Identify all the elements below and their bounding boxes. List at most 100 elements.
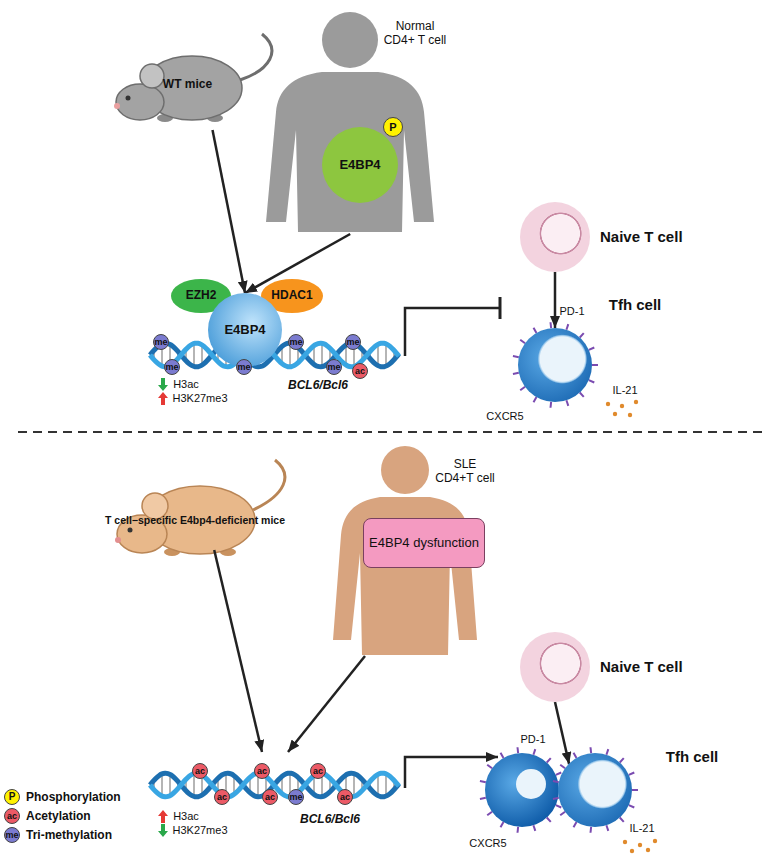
histone-mark: ac	[352, 363, 368, 379]
dna-helix	[150, 343, 399, 367]
receptor	[501, 822, 504, 827]
node-text: WT mice	[163, 78, 212, 92]
receptor	[534, 397, 537, 402]
deficient-mouse	[115, 537, 121, 543]
receptor	[580, 333, 584, 337]
receptor	[480, 322, 638, 833]
receptor	[547, 817, 551, 821]
histone-mark: me	[288, 334, 304, 350]
receptor	[560, 812, 565, 816]
receptor	[517, 827, 520, 833]
node-text: Tfh cell	[609, 296, 662, 313]
connector-arrow	[245, 234, 350, 293]
receptor	[517, 747, 520, 753]
marker-label: H3K27me3	[172, 824, 227, 836]
receptor	[632, 789, 638, 791]
dna-helix	[169, 345, 171, 365]
histone-arrows	[158, 392, 168, 405]
deficient-mouse	[117, 515, 167, 553]
dna-helix	[150, 773, 399, 797]
histone-mark: ac	[310, 763, 326, 779]
receptor	[534, 328, 537, 333]
cytokine-dots	[638, 843, 642, 847]
receptor	[513, 356, 519, 357]
cytokine-dots	[630, 849, 634, 853]
node-text: E4BP4	[224, 323, 265, 338]
protein-ellipse: HDAC1	[261, 279, 323, 313]
deficient-mouse	[128, 528, 133, 533]
mouse-figure: WT mice	[125, 40, 250, 130]
receptor	[589, 348, 594, 350]
node-text: T cell−specific E4bp4-deficient mice	[105, 514, 285, 526]
sle-human	[333, 497, 477, 655]
wt-mouse	[116, 84, 164, 120]
dna-helix	[150, 343, 399, 367]
marker-label: H3ac	[173, 810, 199, 822]
receptor	[556, 773, 561, 775]
node-text: Tfh cell	[666, 748, 719, 765]
tfh-cell	[485, 753, 559, 827]
protein-circle: E4BP4	[208, 293, 282, 367]
dna-helix	[377, 345, 379, 365]
histone-arrows	[158, 824, 168, 837]
legend-symbol: ac	[7, 812, 17, 821]
naive-cell: Naive T cell	[520, 202, 590, 272]
cytokine-dots	[613, 412, 617, 416]
connector-arrow	[555, 702, 569, 764]
node-text: Naive T cell	[600, 228, 683, 245]
receptor	[480, 798, 486, 799]
histone-mark: me	[345, 334, 361, 350]
receptor	[533, 825, 535, 831]
receptor	[606, 825, 608, 831]
dna-helix	[169, 775, 171, 795]
dna-helix	[257, 774, 259, 796]
receptor	[556, 805, 561, 807]
divider	[18, 431, 764, 433]
receptor	[566, 324, 568, 330]
wt-mouse	[126, 96, 131, 101]
deficient-mouse	[115, 460, 285, 556]
legend-text: Phosphorylation	[26, 789, 121, 805]
cytokine-dots	[646, 848, 650, 852]
histone-mark: me	[236, 359, 252, 375]
legend-text: Acetylation	[26, 808, 91, 824]
dna-helix	[225, 774, 227, 796]
dna-helix	[225, 344, 227, 366]
inhibition-bar	[499, 297, 502, 319]
cytokine-dots	[620, 404, 624, 408]
receptor	[589, 380, 594, 382]
receptor	[590, 747, 593, 753]
dysfunction-box: E4BP4 dysfunction	[363, 518, 485, 568]
receptor	[629, 805, 634, 807]
connector-arrow	[554, 272, 557, 328]
tfh-cell	[516, 769, 546, 799]
legend-symbol: P	[9, 792, 16, 802]
receptor	[550, 402, 553, 408]
marker-label: CXCR5	[486, 410, 523, 422]
connector-arrow	[288, 656, 365, 752]
histone-mark: me	[153, 334, 169, 350]
tfh-cell: Tfh cell	[558, 753, 632, 827]
cytokine-dots	[623, 840, 627, 844]
dna-helix	[193, 774, 195, 795]
dna-helix	[257, 344, 259, 366]
naive-cell: Naive T cell	[520, 632, 590, 702]
histone-mark: ac	[262, 789, 278, 805]
legend-swatch: me	[4, 827, 20, 843]
tfh-cell: Tfh cell	[518, 328, 592, 402]
node-text: E4BP4 dysfunction	[369, 536, 479, 551]
sle-human	[381, 446, 429, 494]
dna-helix	[321, 344, 323, 366]
cytokine-dots	[606, 402, 610, 406]
marker-label: H3K27me3	[172, 392, 227, 404]
phospho-mark: P	[383, 117, 403, 137]
protein-circle: PE4BP4	[322, 127, 398, 203]
histone-arrows	[158, 810, 168, 823]
node-text: BCL6/Bcl6	[288, 379, 348, 393]
receptor	[620, 758, 624, 762]
legend-swatch: ac	[4, 808, 20, 824]
marker-label: H3ac	[173, 378, 199, 390]
sle-human	[333, 446, 477, 655]
legend-symbol: me	[5, 831, 18, 840]
